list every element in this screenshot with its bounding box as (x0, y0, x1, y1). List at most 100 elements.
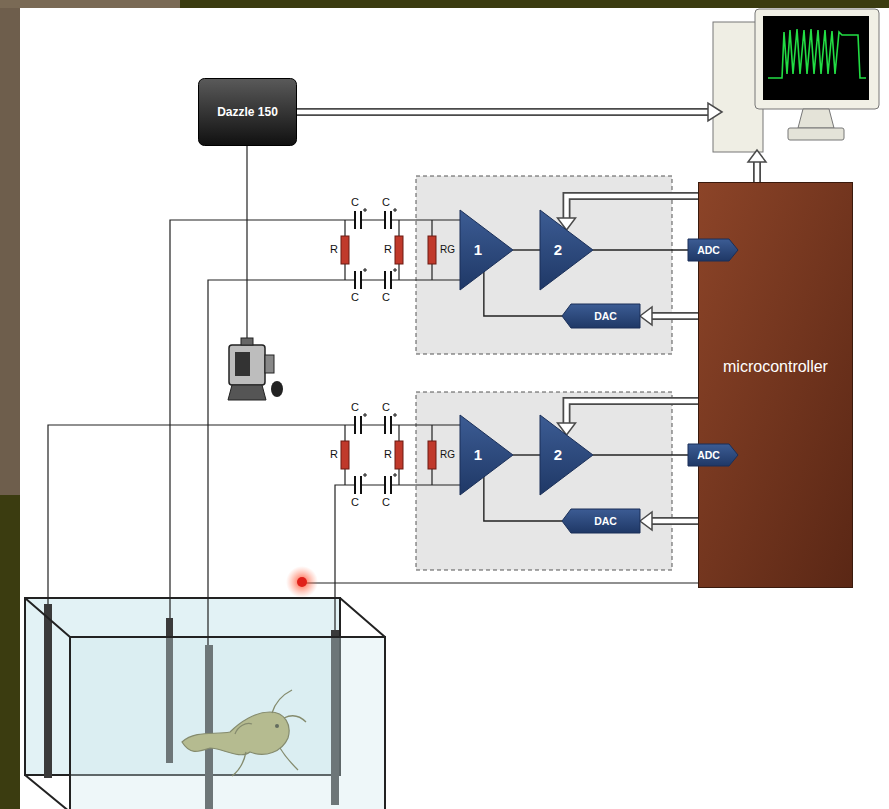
input-network-bottom (341, 413, 460, 494)
amplifier-stage: 2 (540, 210, 593, 290)
text-area: 2 (542, 415, 574, 495)
network-wires (345, 425, 460, 485)
component-label: C (351, 196, 359, 209)
gain-resistor-label: RG (440, 243, 455, 256)
hollow-arrow (297, 103, 766, 182)
node-label: Dazzle 150 (217, 105, 278, 119)
signal-line (513, 455, 540, 456)
arrow-shaft-outline (652, 312, 698, 320)
amplifier-triangle (540, 210, 593, 290)
network-wires (345, 220, 460, 280)
signal-line (513, 250, 540, 251)
dac-block: DAC (562, 509, 640, 533)
electrode-wire (48, 425, 345, 604)
control-arrow (640, 512, 698, 530)
gain-resistor-label: RG (440, 448, 455, 461)
component-label: C (382, 496, 390, 509)
signal-wire (513, 249, 540, 250)
text-area: DAC (571, 509, 640, 533)
amplifier-panels (416, 176, 672, 570)
amplifier-stage: 1 (460, 415, 513, 495)
dac-block: DAC (562, 304, 640, 328)
resistor-symbol (341, 236, 349, 264)
signal-wire (593, 249, 688, 250)
control-arrow (640, 307, 698, 325)
arrow-shaft-fill (567, 401, 699, 423)
converter-shape (688, 239, 738, 261)
resistor-symbol (395, 236, 403, 264)
arrow-head (708, 103, 722, 121)
adc-block: ADC (688, 444, 738, 466)
amplifier-triangle (460, 210, 513, 290)
node-shape (540, 415, 593, 495)
electrode-wire (335, 485, 345, 630)
wires (48, 146, 783, 645)
node-label: DAC (594, 515, 617, 528)
component-label: C (351, 496, 359, 509)
amplifier-stage: 2 (540, 415, 593, 495)
amplifier-triangle (460, 415, 513, 495)
electrode (44, 604, 52, 778)
capacitor-symbol (355, 416, 391, 494)
camera-side (265, 355, 274, 373)
component-label: R (384, 243, 392, 256)
input-network (341, 208, 460, 494)
photo-fragment (0, 0, 20, 495)
text-area: 2 (542, 210, 574, 290)
node-label: 2 (554, 446, 562, 464)
resistor-symbol (428, 441, 436, 469)
monitor-stand (798, 109, 834, 128)
adc-block: ADC (688, 239, 738, 261)
control-arrow (558, 196, 699, 230)
controller-box (699, 183, 853, 588)
arrow-shaft-outline (567, 401, 699, 423)
node-shape (460, 415, 513, 495)
arrow-head (748, 150, 766, 162)
photo-fragment (0, 0, 180, 8)
arrow-shaft (297, 108, 708, 116)
arrow-shaft-fill (652, 314, 698, 319)
node-label: 1 (474, 446, 482, 464)
node-label: DAC (594, 310, 617, 323)
signal-line (593, 455, 688, 456)
video-camera (228, 338, 283, 400)
capacitor-symbol (355, 211, 391, 289)
electrode-wire (208, 280, 345, 645)
led (297, 577, 307, 587)
arrow-shaft-outline (567, 196, 699, 218)
component-label: R (330, 243, 338, 256)
arrow-shaft-outline (652, 517, 698, 525)
text-area: 1 (462, 415, 494, 495)
camera-handle (271, 381, 283, 397)
camera-cable (246, 146, 247, 338)
component-label: C (382, 196, 390, 209)
component-label: C (382, 291, 390, 304)
node-label: 1 (474, 241, 482, 259)
monitor (755, 9, 879, 109)
converter-shape (562, 509, 640, 533)
arrow-head (640, 307, 652, 325)
node-label: ADC (697, 449, 720, 462)
monitor-base (788, 128, 844, 140)
converter-shape (562, 304, 640, 328)
polarity-mark (363, 413, 397, 477)
signal-wire (593, 454, 688, 455)
node-shape (460, 210, 513, 290)
arrow-shaft-fill (652, 519, 698, 524)
converter-shape (688, 444, 738, 466)
component-label: C (351, 291, 359, 304)
amplifier-triangle (540, 415, 593, 495)
component-label: C (382, 401, 390, 414)
camera-top (241, 338, 253, 345)
input-network-top (341, 208, 460, 289)
led-indicator (286, 566, 318, 598)
resistor-symbol (428, 236, 436, 264)
node-label: microcontroller (723, 357, 828, 376)
node-label: 2 (554, 241, 562, 259)
aquarium-tank (25, 598, 385, 809)
text-area: DAC (571, 304, 640, 328)
resistor-symbol (341, 441, 349, 469)
node-label: ADC (697, 244, 720, 257)
text-area: Dazzle 150 (198, 78, 297, 146)
